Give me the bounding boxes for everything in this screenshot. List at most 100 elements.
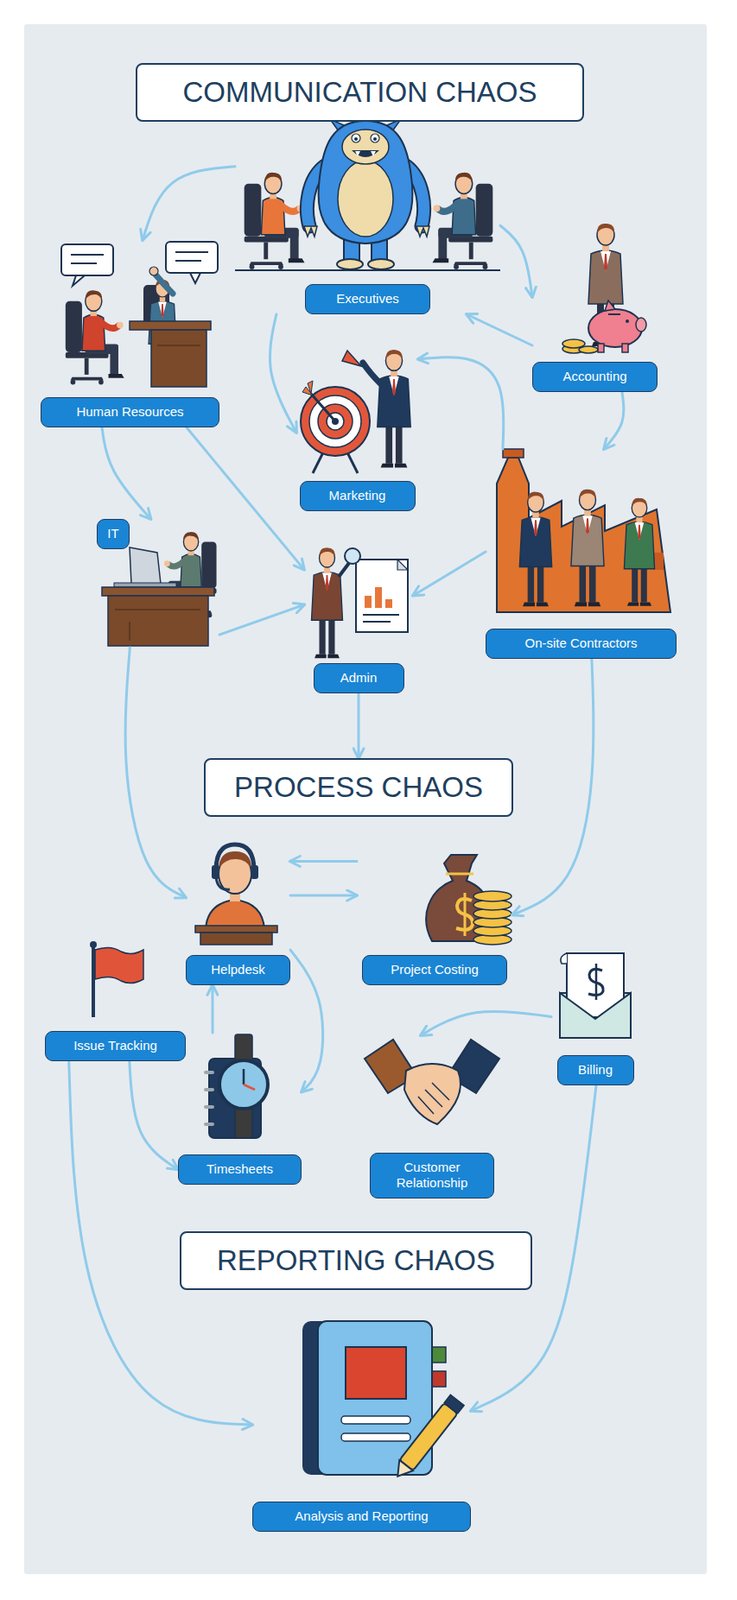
factory-illustration-part [496, 457, 671, 613]
hr-meeting-illustration-part [72, 275, 85, 286]
factory-illustration-part [502, 449, 524, 458]
marketing-illustration-part [311, 393, 336, 422]
department-node: Marketing [296, 347, 419, 512]
helpdesk-illustration-part [211, 865, 220, 880]
hr-meeting-illustration-part [190, 273, 201, 284]
flow-arrow [357, 693, 361, 759]
watch-notebook-illustration-part [243, 1085, 255, 1091]
monster-meeting-illustration-part [373, 137, 377, 141]
money-bag-illustration [425, 855, 512, 946]
department-label: Accounting [532, 362, 658, 393]
watch-notebook-illustration-part [203, 1071, 215, 1075]
hr-meeting-illustration [61, 241, 218, 388]
report-notebook-illustration-part-part [390, 1461, 413, 1483]
accounting-illustration-part [597, 343, 604, 353]
hr-meeting-illustration-part [70, 254, 104, 256]
helpdesk-illustration-part [205, 900, 265, 930]
factory-illustration-part [519, 492, 552, 608]
it-desk-illustration-part [114, 609, 201, 611]
report-notebook-illustration-part [341, 1416, 411, 1425]
accounting-illustration-part [625, 319, 629, 324]
monster-meeting-illustration-part [337, 160, 394, 237]
department-label: Marketing [299, 481, 416, 512]
flow-arrow [142, 166, 236, 241]
accounting-illustration-part [578, 346, 598, 354]
flag-illustration-part [95, 947, 144, 984]
department-node: IT [96, 519, 220, 649]
marketing-illustration-part [377, 349, 411, 468]
accounting-illustration-part [604, 300, 616, 312]
watch-notebook-illustration-part [242, 1069, 246, 1086]
helpdesk-illustration-part [250, 865, 259, 880]
section-heading-box: COMMUNICATION CHAOS [135, 63, 585, 122]
monster-meeting-illustration-part [416, 226, 430, 237]
department-node: Human Resources [40, 240, 220, 428]
marketing-illustration-part [362, 362, 381, 384]
monster-meeting-illustration-part [235, 269, 501, 272]
hr-meeting-illustration-part [149, 266, 159, 276]
watch-notebook-illustration-part [203, 1123, 215, 1127]
admin-illustration-part [362, 621, 391, 623]
admin-illustration-part [344, 548, 361, 565]
invoice-envelope-illustration-part [595, 964, 598, 1001]
flow-arrow [101, 427, 151, 520]
flow-arrow [290, 950, 324, 1093]
it-desk-illustration-part [129, 547, 161, 585]
helpdesk-illustration [195, 845, 278, 946]
section-heading-box: PROCESS CHAOS [203, 758, 514, 818]
monster-meeting-illustration-part [351, 150, 380, 158]
factory-illustration-part [623, 498, 655, 607]
it-desk-illustration-part [101, 587, 215, 597]
monster-meeting-illustration-part [354, 137, 358, 141]
hr-meeting-illustration-part [155, 274, 173, 294]
monster-meeting-illustration-part [342, 129, 389, 165]
watch-notebook-illustration-part [219, 1061, 268, 1110]
money-bag-illustration-part [445, 873, 474, 877]
invoice-envelope-illustration [559, 953, 631, 1039]
monster-meeting-illustration-part [336, 259, 363, 270]
helpdesk-illustration-part [218, 851, 252, 870]
department-label: Timesheets [177, 1155, 302, 1186]
admin-illustration-part [397, 559, 408, 571]
admin-illustration-part [311, 547, 344, 659]
monster-meeting-illustration [235, 119, 501, 271]
flow-arrow [125, 648, 186, 899]
hr-meeting-illustration-part [157, 344, 201, 347]
flow-arrow [500, 225, 533, 298]
invoice-envelope-illustration-part [559, 993, 631, 1039]
watch-notebook-illustration [203, 1035, 268, 1139]
section-heading-box: REPORTING CHAOS [179, 1232, 533, 1291]
report-notebook-illustration-part [341, 1434, 411, 1443]
handshake-illustration [364, 1040, 500, 1125]
admin-illustration-part [364, 596, 372, 609]
department-node: Project Costing [356, 845, 513, 986]
hr-meeting-illustration-part [61, 244, 114, 276]
helpdesk-illustration-part [195, 926, 278, 934]
report-notebook-illustration [302, 1321, 464, 1483]
department-node: Customer Relationship [362, 1035, 502, 1200]
department-label: Executives [304, 284, 431, 315]
flow-arrow [603, 392, 624, 450]
factory-illustration-part [571, 489, 604, 607]
department-label: Project Costing [362, 955, 508, 986]
watch-notebook-illustration-part [203, 1105, 215, 1110]
report-notebook-illustration-part-part [444, 1395, 464, 1415]
report-notebook-illustration-part-part [399, 1404, 458, 1473]
flow-arrow [290, 860, 357, 864]
flag-illustration-part [89, 941, 97, 949]
flow-arrow [269, 314, 297, 433]
background-panel [24, 24, 707, 1576]
monster-meeting-illustration-part [304, 226, 318, 237]
it-desk-illustration-part [108, 596, 209, 647]
section-title: COMMUNICATION CHAOS [182, 76, 537, 109]
department-node: Executives [235, 129, 501, 315]
hr-meeting-illustration-part [129, 321, 211, 331]
department-label: IT [96, 519, 130, 550]
accounting-illustration-part [608, 313, 621, 316]
accounting-illustration-part [635, 317, 647, 332]
department-node: Analysis and Reporting [252, 1316, 471, 1533]
it-desk-illustration [101, 532, 217, 647]
monster-meeting-illustration-part [244, 172, 305, 270]
admin-illustration [311, 547, 409, 659]
